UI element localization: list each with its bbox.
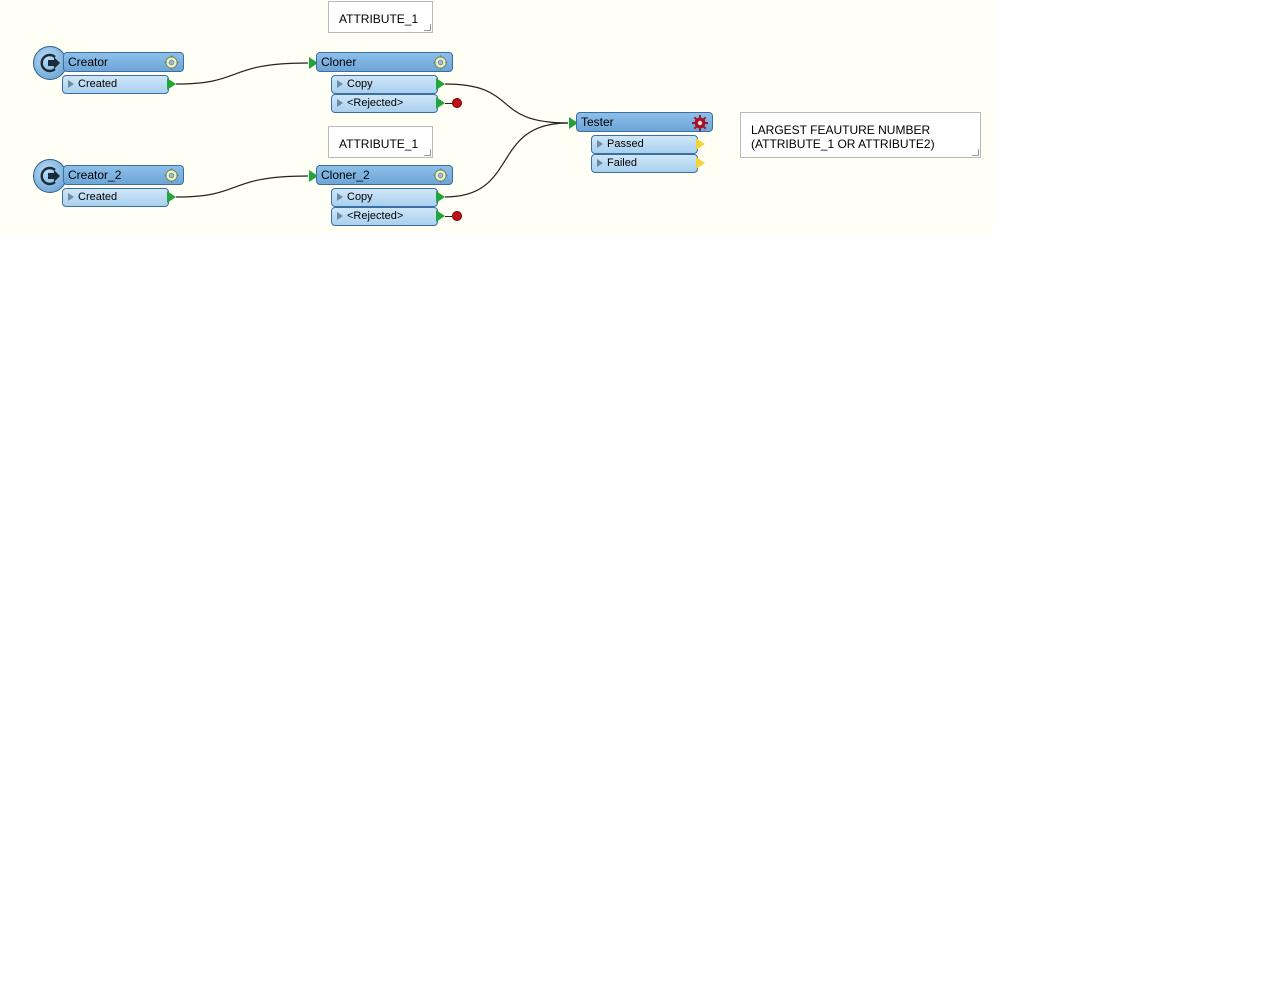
transformer-cloner-2[interactable]: Cloner_2 [316,165,453,185]
connection-cloner2-copy-to-tester [444,122,569,198]
connection-cloner-copy-to-tester [444,83,569,124]
transformer-cloner[interactable]: Cloner [316,52,453,72]
connection-creator2-to-cloner2 [175,175,309,198]
port-arrow-icon [337,80,343,88]
port-arrow-icon [68,193,74,201]
port-label: Copy [347,191,373,203]
connections-layer [175,62,569,198]
red-gear-icon[interactable] [692,115,708,131]
output-connector-icon[interactable] [436,97,445,109]
output-connector-icon[interactable] [436,191,445,203]
output-port-passed[interactable]: Passed [591,135,698,154]
input-connector-icon[interactable] [569,117,578,129]
creator-icon[interactable] [33,159,67,193]
gear-icon[interactable] [164,168,179,183]
port-label: Failed [607,157,637,169]
resize-grip-icon[interactable] [424,24,431,31]
annotation-text: ATTRIBUTE_1 [339,137,419,151]
input-connector-icon[interactable] [309,57,318,69]
gear-icon[interactable] [164,55,179,70]
port-label: Passed [607,138,644,150]
output-port-copy[interactable]: Copy [331,188,438,207]
annotation-attribute-1-bottom[interactable]: ATTRIBUTE_1 [328,126,433,158]
input-connector-icon[interactable] [309,170,318,182]
port-label: <Rejected> [347,210,404,222]
output-port-created[interactable]: Created [62,188,169,207]
port-arrow-icon [68,80,74,88]
annotation-largest-feature[interactable]: LARGEST FEAUTURE NUMBER (ATTRIBUTE_1 OR … [740,112,981,158]
gear-icon[interactable] [433,55,448,70]
annotation-text: ATTRIBUTE_1 [339,12,419,26]
output-port-copy[interactable]: Copy [331,75,438,94]
gear-icon[interactable] [433,168,448,183]
output-connector-icon[interactable] [696,157,705,169]
output-port-rejected[interactable]: <Rejected> [331,94,438,113]
port-label: Created [78,191,118,203]
port-label: <Rejected> [347,97,404,109]
rejected-port-icon[interactable] [452,98,462,108]
rejected-stub [445,103,452,104]
transformer-title: Cloner_2 [321,168,370,182]
transformer-tester[interactable]: Tester [576,112,713,132]
port-label: Copy [347,78,373,90]
annotation-text: LARGEST FEAUTURE NUMBER (ATTRIBUTE_1 OR … [751,123,935,151]
output-connector-icon[interactable] [167,191,176,203]
connection-creator-to-cloner [175,62,309,85]
transformer-title: Cloner [321,55,357,69]
rejected-stub [445,216,452,217]
port-arrow-icon [597,159,603,167]
resize-grip-icon[interactable] [972,149,979,156]
output-port-created[interactable]: Created [62,75,169,94]
annotation-attribute-1-top[interactable]: ATTRIBUTE_1 [328,1,433,33]
output-port-failed[interactable]: Failed [591,154,698,173]
transformer-creator-2[interactable]: Creator_2 [63,165,184,185]
output-connector-icon[interactable] [436,210,445,222]
output-port-rejected[interactable]: <Rejected> [331,207,438,226]
port-label: Created [78,78,118,90]
creator-icon[interactable] [33,46,67,80]
port-arrow-icon [597,140,603,148]
port-arrow-icon [337,99,343,107]
transformer-title: Creator [68,55,109,69]
transformer-title: Creator_2 [68,168,122,182]
port-arrow-icon [337,212,343,220]
resize-grip-icon[interactable] [424,149,431,156]
output-connector-icon[interactable] [696,138,705,150]
rejected-port-icon[interactable] [452,211,462,221]
port-arrow-icon [337,193,343,201]
transformer-creator[interactable]: Creator [63,52,184,72]
workspace-canvas[interactable]: ATTRIBUTE_1 ATTRIBUTE_1 LARGEST FEAUTURE… [0,0,994,233]
output-connector-icon[interactable] [167,78,176,90]
output-connector-icon[interactable] [436,78,445,90]
transformer-title: Tester [581,115,614,129]
